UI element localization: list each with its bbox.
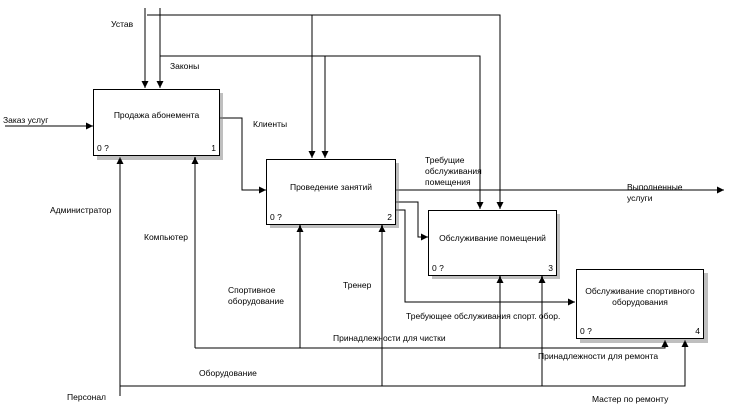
label-trener: Тренер xyxy=(343,280,372,290)
label-vypolnennye-1: Выполненные xyxy=(627,182,683,192)
activity-box-2[interactable]: Проведение занятий 0 ? 2 xyxy=(266,159,396,225)
label-trebuyushchie-2: обслуживания xyxy=(425,166,482,176)
activity-number: 4 xyxy=(695,326,700,336)
activity-box-1[interactable]: Продажа абонемента 0 ? 1 xyxy=(93,89,220,156)
label-sport-oborudovanie-1: Спортивное xyxy=(228,285,276,295)
activity-title: Проведение занятий xyxy=(289,182,373,192)
activity-title: Продажа абонемента xyxy=(113,110,200,120)
activity-cost: 0 ? xyxy=(97,143,109,153)
activity-number: 1 xyxy=(211,143,216,153)
label-zakony: Законы xyxy=(170,61,200,71)
label-trebuyushchie-1: Требущие xyxy=(425,155,465,165)
label-oborudovanie: Оборудование xyxy=(199,368,257,378)
label-sport-oborudovanie-2: оборудование xyxy=(228,296,284,306)
arrow-klienty xyxy=(219,117,266,194)
activity-box-3[interactable]: Обслуживание помещений 0 ? 3 xyxy=(428,210,557,276)
activity-title-line2: оборудования xyxy=(612,297,668,307)
arrow-ustav-to-box3 xyxy=(160,14,504,209)
label-zakaz-uslug: Заказ услуг xyxy=(3,115,49,125)
arrow-zakony-to-box3 xyxy=(325,55,484,209)
label-vypolnennye-2: услуги xyxy=(627,193,653,203)
activity-cost: 0 ? xyxy=(270,212,282,222)
label-klienty: Клиенты xyxy=(253,119,288,129)
label-personal: Персонал xyxy=(67,392,107,402)
label-prinadl-chistki: Принадлежности для чистки xyxy=(333,333,446,343)
activity-title: Обслуживание помещений xyxy=(439,233,546,243)
activity-number: 2 xyxy=(387,212,392,222)
activity-cost: 0 ? xyxy=(580,326,592,336)
arrow-trebuyushchie-pomeshcheniya xyxy=(396,201,428,241)
label-prinadl-remonta: Принадлежности для ремонта xyxy=(538,351,659,361)
arrow-master-po-remontu xyxy=(542,340,689,387)
label-master-po-remontu: Мастер по ремонту xyxy=(592,394,669,404)
arrow-treb-sport-obor xyxy=(396,209,575,306)
label-administrator: Администратор xyxy=(50,205,112,215)
activity-box-4[interactable]: Обслуживание спортивного оборудования 0 … xyxy=(576,269,704,339)
label-kompyuter: Компьютер xyxy=(144,232,188,242)
activity-cost: 0 ? xyxy=(432,263,444,273)
activity-title-line1: Обслуживание спортивного xyxy=(585,286,695,296)
arrow-personal-to-box3 xyxy=(382,276,546,387)
label-treb-sport-obor: Требующее обслуживания спорт. обор. xyxy=(406,311,561,321)
label-trebuyushchie-3: помещения xyxy=(425,177,471,187)
activity-number: 3 xyxy=(548,263,553,273)
label-ustav: Устав xyxy=(111,19,134,29)
